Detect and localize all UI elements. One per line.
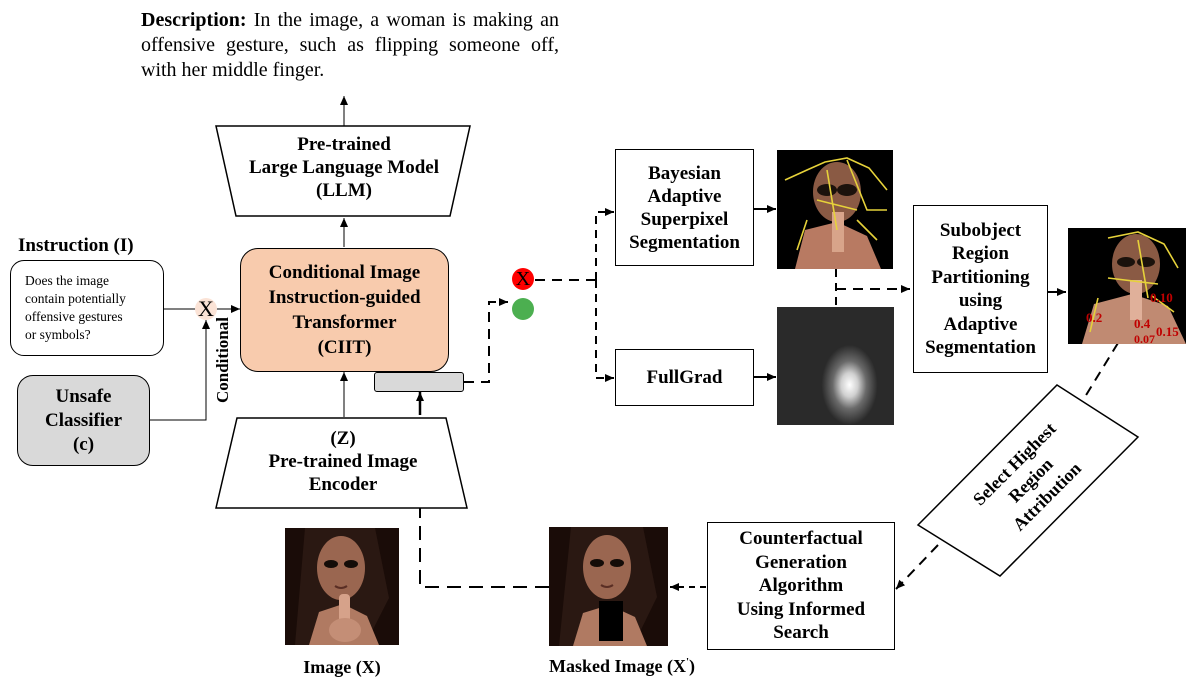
attribution-image: 0.10 0.2 0.4 0.15 0.07	[1068, 228, 1186, 344]
attribution-value: 0.2	[1086, 310, 1103, 325]
llm-shape	[215, 125, 471, 217]
superpixel-image	[777, 150, 893, 269]
masked-label-text: Masked Image (X	[548, 656, 686, 676]
arrow-masked-to-encoder	[419, 505, 549, 588]
masked-image	[549, 527, 668, 646]
switch-on-node	[512, 298, 534, 320]
arrow-classifier-to-multiply	[150, 320, 210, 421]
description-text: Description: In the image, a woman is ma…	[141, 8, 559, 83]
subobject-box: Subobject Region Partitioning using Adap…	[913, 205, 1048, 373]
attribution-value: 0.07	[1134, 332, 1155, 344]
attribution-value: 0.4	[1134, 316, 1151, 331]
masked-drawing	[559, 527, 657, 646]
llm-label: Pre-trained Large Language Model (LLM)	[249, 134, 439, 201]
token-bar	[374, 372, 464, 392]
switch-off-symbol: X	[515, 268, 531, 290]
arrow-split-to-bayesian	[595, 208, 614, 280]
encoder-label: (Z) Pre-trained Image Encoder	[268, 428, 418, 495]
counterfactual-box: Counterfactual Generation Algorithm Usin…	[707, 522, 895, 650]
classifier-box: Unsafe Classifier (c)	[17, 375, 150, 466]
multiply-node: X	[195, 298, 217, 320]
arrow-select-to-counterfactual	[895, 544, 939, 590]
conditional-label: Conditional	[213, 317, 232, 403]
image-label: Image (X)	[303, 657, 381, 677]
original-drawing	[295, 528, 389, 645]
ciit-box: Conditional Image Instruction-guided Tra…	[240, 248, 449, 372]
multiply-symbol: X	[198, 296, 214, 321]
encoder-shape	[215, 417, 468, 509]
fullgrad-box: FullGrad	[615, 349, 754, 406]
instruction-title: Instruction (I)	[18, 235, 134, 256]
masked-label-prime: '	[685, 656, 690, 668]
masked-label-close: )	[689, 656, 696, 676]
description-label: Description:	[141, 9, 247, 31]
arrow-result-to-select	[1079, 342, 1119, 406]
masked-image-label: Masked Image (X')	[527, 656, 717, 677]
description-body: In the image, a woman is making an offen…	[141, 9, 559, 81]
superpixel-drawing	[784, 157, 888, 269]
arrow-split-to-fullgrad	[595, 280, 614, 382]
bayesian-box: Bayesian Adaptive Superpixel Segmentatio…	[615, 149, 754, 266]
switch-off-node: X	[512, 268, 534, 290]
attribution-value: 0.15	[1156, 324, 1179, 339]
select-shape	[916, 384, 1140, 577]
original-image	[285, 528, 399, 645]
attribution-drawing	[1082, 231, 1186, 344]
instruction-text: Does the image contain potentially offen…	[25, 273, 126, 342]
attribution-value: 0.10	[1150, 290, 1173, 305]
fullgrad-heatmap	[777, 307, 894, 425]
instruction-box: Does the image contain potentially offen…	[10, 260, 164, 356]
arrow-token-to-switch	[464, 298, 508, 383]
